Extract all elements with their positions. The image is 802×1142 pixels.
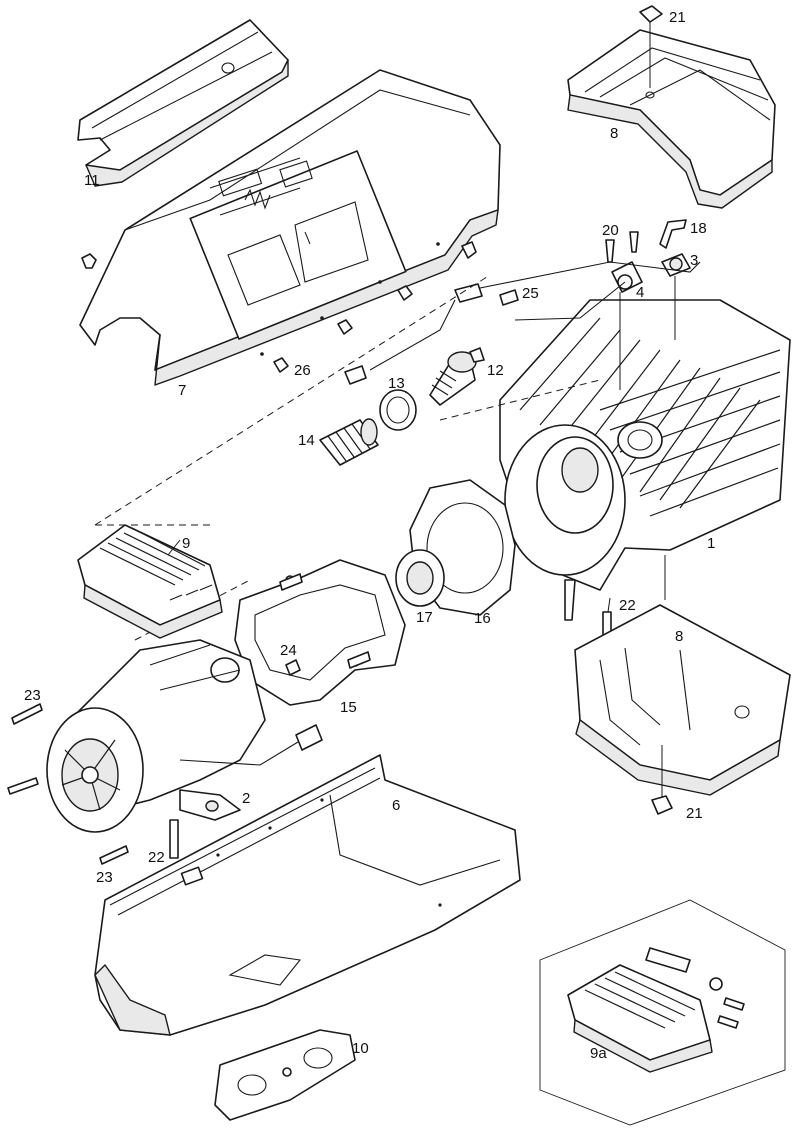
callout-9a: 9a [590, 1045, 607, 1062]
callout-14: 14 [298, 432, 315, 449]
part-7-upper-casing [79, 69, 501, 386]
callout-2: 2 [242, 790, 250, 807]
callout-15: 15 [340, 699, 357, 716]
callout-25: 25 [522, 285, 539, 302]
callout-4: 4 [636, 284, 644, 301]
callout-11: 11 [84, 172, 100, 189]
part-9a-inset [539, 899, 786, 1126]
callout-17: 17 [416, 609, 433, 626]
callout-16: 16 [474, 610, 491, 627]
callout-6: 6 [392, 797, 400, 814]
part-6-lower-casing [94, 754, 521, 1036]
callout-8-bottom: 8 [675, 628, 683, 645]
part-9-control-unit [77, 524, 223, 639]
callout-20: 20 [602, 222, 619, 239]
callout-26: 26 [294, 362, 311, 379]
callout-24: 24 [280, 642, 297, 659]
callout-22-left: 22 [148, 849, 165, 866]
part-24-screw [285, 659, 301, 676]
callout-7: 7 [178, 382, 186, 399]
part-11-cover-trim [77, 19, 289, 187]
callout-18: 18 [690, 220, 707, 237]
part-25-connector [344, 283, 519, 385]
leader-lines [167, 231, 611, 613]
part-17-ring [395, 549, 445, 607]
casing-screws [81, 241, 477, 373]
part-14-mesh [319, 418, 379, 466]
parts-3-4-sensors [469, 219, 701, 390]
part-12-glow-plug [429, 347, 485, 406]
callout-9: 9 [182, 535, 190, 552]
callout-12: 12 [487, 362, 504, 379]
callout-23-bottom: 23 [96, 869, 113, 886]
callout-22-right: 22 [619, 597, 636, 614]
part-10-base-plate [214, 1029, 356, 1121]
callout-1: 1 [707, 535, 715, 552]
callout-13: 13 [388, 375, 405, 392]
callout-21-bottom: 21 [686, 805, 703, 822]
part-2-blower-motor [46, 639, 323, 833]
part-15-gasket [234, 559, 406, 706]
callout-10: 10 [352, 1040, 369, 1057]
callout-3: 3 [690, 252, 698, 269]
part-8-lower-shield [574, 604, 791, 815]
part-1-heat-exchanger [499, 299, 791, 621]
part-13-ring [379, 389, 417, 431]
part-8-upper-shield [567, 5, 776, 209]
callout-labels: 21 11 8 20 18 3 4 25 26 7 13 12 14 9 1 2… [24, 9, 715, 1062]
callout-8-top: 8 [610, 125, 618, 142]
callout-23-top: 23 [24, 687, 41, 704]
callout-21-top: 21 [669, 9, 686, 26]
